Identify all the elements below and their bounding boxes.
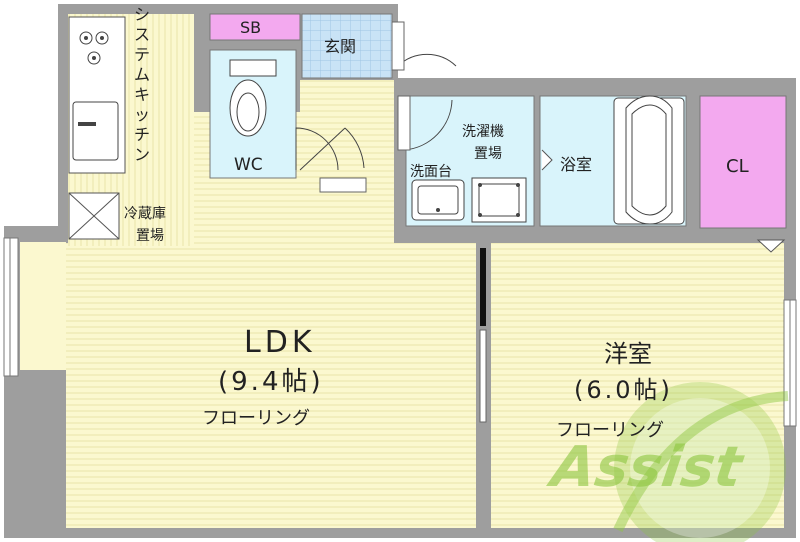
entrance-room (301, 13, 393, 79)
label-kitchen-char: ッ (134, 105, 150, 124)
ldk-floor (66, 243, 476, 528)
window-left (3, 237, 19, 377)
label-bath: 浴室 (560, 155, 592, 174)
western-floor (491, 243, 784, 528)
label-ldk-floor: フローリング (202, 408, 310, 429)
sliding-door-dark (480, 248, 486, 326)
label-kitchen-char: ム (134, 65, 150, 84)
label-kitchen-char: ス (134, 25, 150, 44)
label-western: 洋室 (604, 340, 652, 368)
hall-door (299, 127, 365, 171)
label-western-size: (6.0帖) (574, 376, 673, 404)
label-kitchen-char: ン (134, 145, 150, 164)
label-kitchen-char: シ (134, 5, 150, 24)
assist-watermark (613, 382, 789, 542)
label-kitchen: システムキッチン (134, 5, 150, 164)
ldk-bay (20, 242, 66, 370)
sliding-door-light (479, 329, 487, 423)
watermark-text: Assist (544, 435, 748, 500)
label-washer-1: 洗濯機 (462, 124, 504, 140)
sb-room (209, 13, 301, 41)
wc-door (295, 127, 339, 171)
closet-room (699, 95, 787, 229)
label-kitchen-char: テ (134, 45, 150, 64)
label-ldk-size: (9.4帖) (218, 367, 324, 397)
label-fridge-2: 置場 (136, 228, 164, 244)
label-washer-2: 置場 (474, 146, 502, 162)
hall-floor-upper (300, 80, 394, 116)
label-closet: CL (726, 156, 749, 177)
label-entrance: 玄関 (324, 37, 356, 56)
label-wc: WC (234, 155, 263, 175)
label-ldk: LDK (244, 325, 316, 360)
label-kitchen-char: キ (134, 85, 150, 104)
label-fridge-1: 冷蔵庫 (124, 205, 166, 222)
label-kitchen-char: チ (134, 125, 150, 144)
label-western-floor: フローリング (556, 420, 664, 441)
label-sb: SB (240, 18, 261, 37)
label-vanity: 洗面台 (410, 164, 452, 180)
